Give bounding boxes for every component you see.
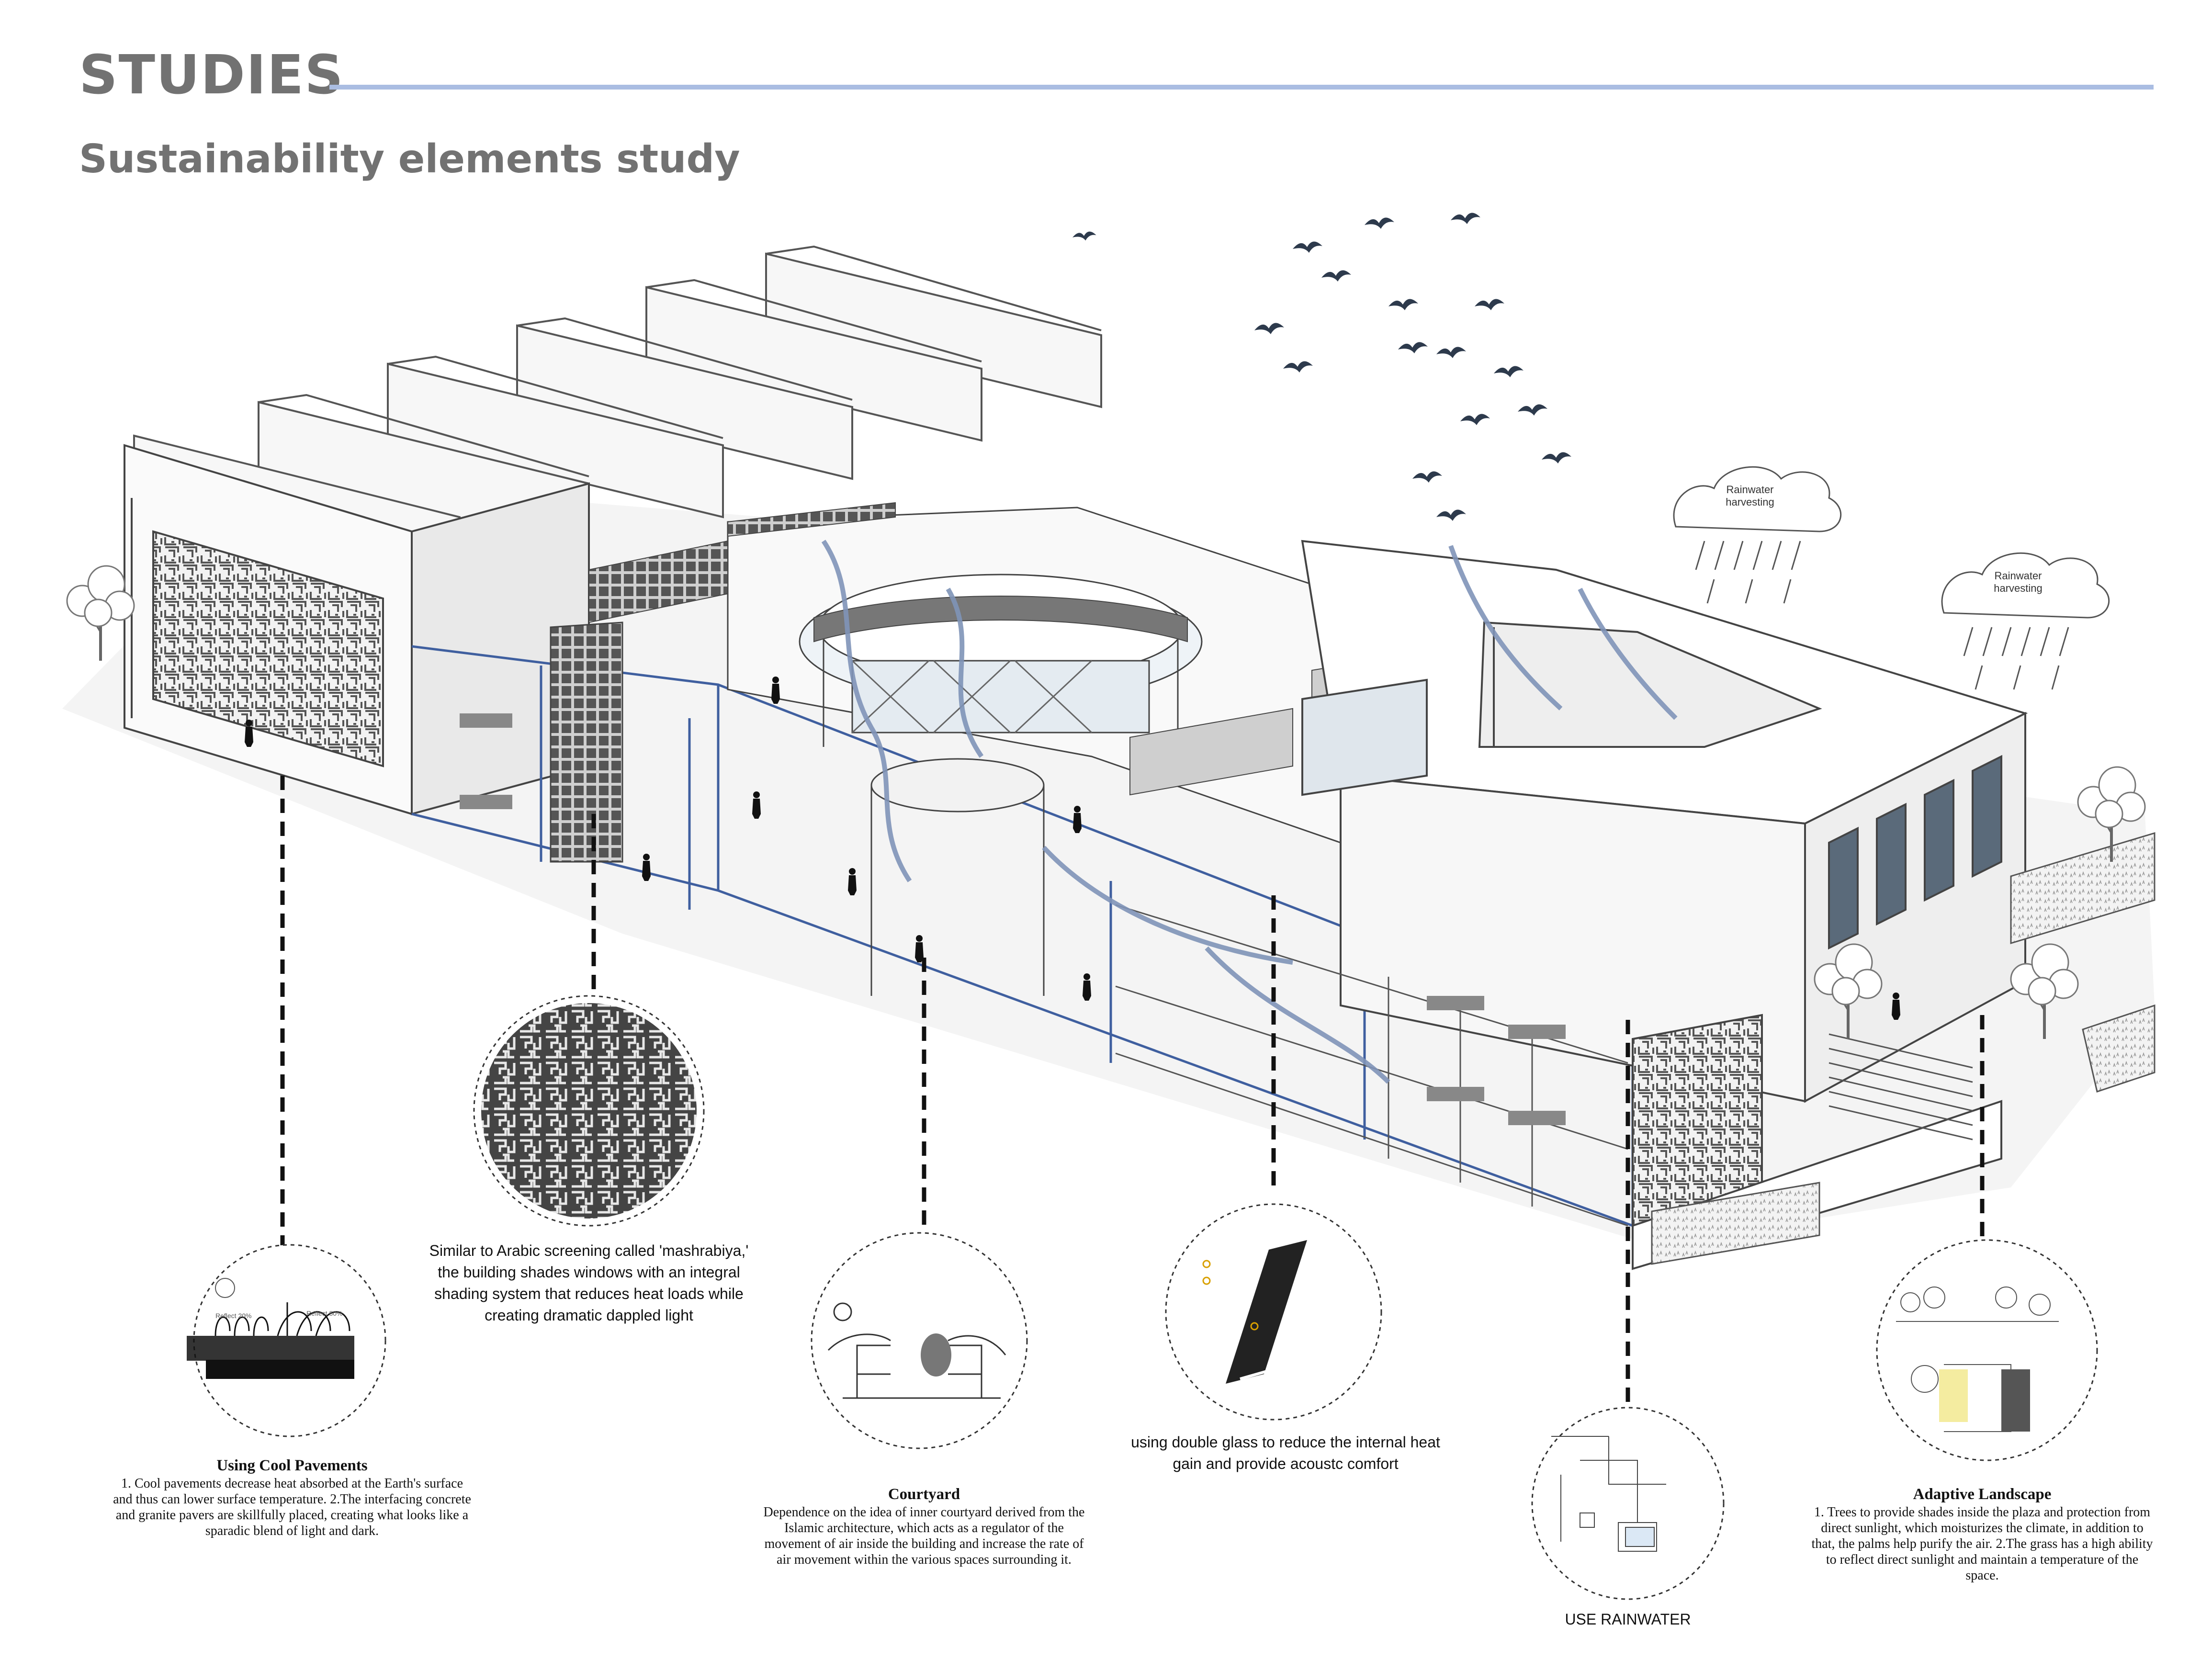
caption-cool-pavements: Using Cool Pavements 1. Cool pavements d… xyxy=(110,1456,474,1539)
caption-use-rainwater: USE RAINWATER xyxy=(1565,1611,1691,1628)
reflect-80-label: Reflect 80% xyxy=(306,1309,343,1317)
caption-double-glass: using double glass to reduce the interna… xyxy=(1131,1433,1440,1472)
title-rule xyxy=(329,85,2154,90)
caption-adaptive-landscape-body: 1. Trees to provide shades inside the pl… xyxy=(1811,1505,2153,1583)
caption-courtyard-body: Dependence on the idea of inner courtyar… xyxy=(763,1505,1085,1567)
caption-mashrabiya: Similar to Arabic screening called 'mash… xyxy=(429,1242,749,1324)
caption-courtyard: Courtyard Dependence on the idea of inne… xyxy=(756,1484,1092,1568)
caption-adaptive-landscape-title: Adaptive Landscape xyxy=(1913,1486,2052,1503)
caption-courtyard-title: Courtyard xyxy=(888,1486,960,1503)
caption-cool-pavements-body: 1. Cool pavements decrease heat absorbed… xyxy=(113,1476,471,1538)
cloud-label-2: Rainwater harvesting xyxy=(1994,570,2043,594)
caption-adaptive-landscape: Adaptive Landscape 1. Trees to provide s… xyxy=(1810,1484,2155,1583)
reflect-20-label: Reflect 20% xyxy=(215,1312,252,1320)
caption-cool-pavements-title: Using Cool Pavements xyxy=(216,1457,368,1474)
page-subtitle: Sustainability elements study xyxy=(79,136,740,182)
page-title: STUDIES xyxy=(79,44,344,106)
cloud-label-1: Rainwater harvesting xyxy=(1726,484,1774,508)
